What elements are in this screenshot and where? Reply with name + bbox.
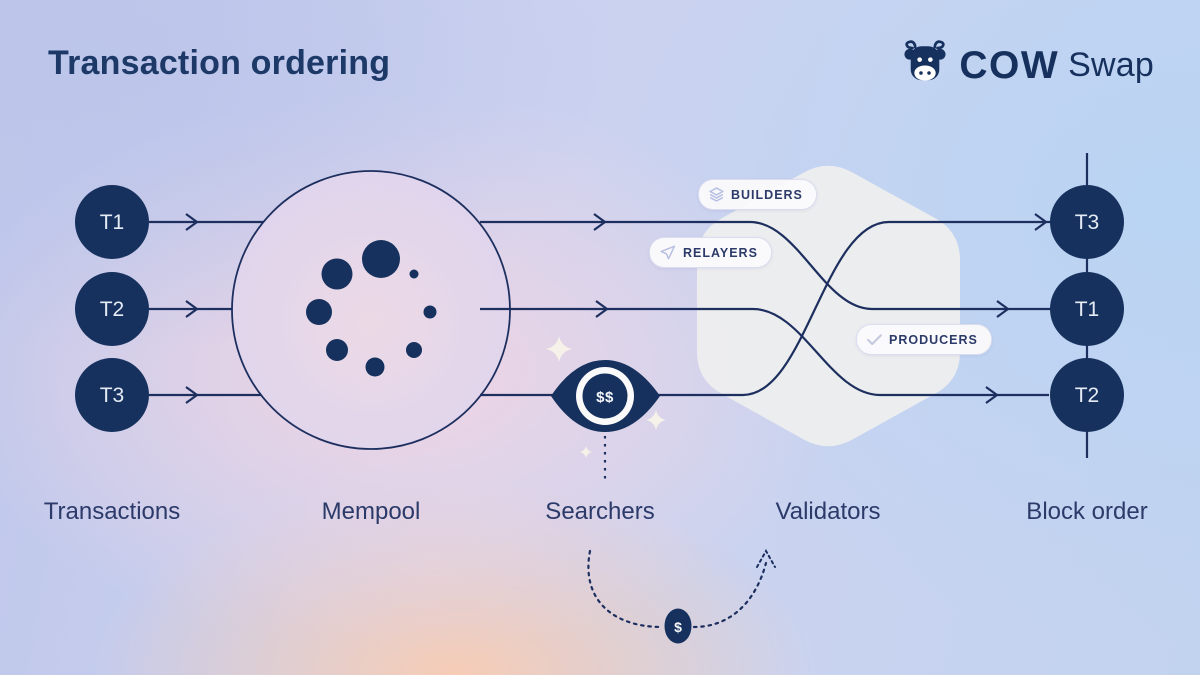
- node-out-t3: [1050, 185, 1124, 259]
- node-t1-label: T1: [100, 211, 125, 234]
- stage-label-searchers: Searchers: [545, 498, 655, 525]
- searchers-badge-label: $$: [596, 389, 614, 406]
- relayers-pill: RELAYERS: [649, 237, 772, 268]
- flow-line-t2-swap: [480, 307, 1049, 397]
- mempool-spinner-icon: [306, 240, 437, 377]
- arrowhead-icon: [185, 386, 199, 404]
- cow-icon: [904, 40, 946, 81]
- output-nodes: T3 T1 T2: [1050, 185, 1124, 432]
- searchers-badge: $$: [551, 360, 660, 480]
- node-t1: [75, 185, 149, 259]
- arrowhead-icon: [185, 213, 199, 231]
- arrowhead-icon: [985, 386, 999, 404]
- validators-hexagon: [697, 165, 960, 447]
- node-t3-label: T3: [100, 384, 125, 407]
- logo-suffix-text: Swap: [1068, 46, 1154, 84]
- node-t3: [75, 358, 149, 432]
- mempool-circle: [231, 170, 511, 450]
- input-nodes: T1 T2 T3: [75, 185, 149, 432]
- logo-brand-text: COW: [959, 43, 1060, 87]
- sparkle-icon: [546, 336, 572, 362]
- flow-line-t3-swap: [480, 220, 1051, 397]
- node-out-t1-label: T1: [1075, 298, 1100, 321]
- node-out-t2-label: T2: [1075, 384, 1100, 407]
- tip-flow: $: [587, 548, 776, 644]
- node-out-t2: [1050, 358, 1124, 432]
- stage-label-mempool: Mempool: [321, 498, 421, 525]
- node-out-t3-label: T3: [1075, 211, 1100, 234]
- builders-pill-label: BUILDERS: [731, 187, 803, 202]
- page-title: Transaction ordering: [48, 44, 391, 82]
- node-out-t1: [1050, 272, 1124, 346]
- arrowhead-icon: [1034, 213, 1048, 231]
- arrowhead-icon: [593, 213, 607, 231]
- arrowhead-icon: [996, 300, 1010, 318]
- producers-pill-label: PRODUCERS: [889, 332, 978, 347]
- node-t2: [75, 272, 149, 346]
- coin-icon: [664, 608, 692, 644]
- tip-curve-right: [692, 561, 768, 629]
- flow-line-t1-swap: [480, 220, 1051, 311]
- check-icon: [867, 333, 882, 345]
- sparkles: [546, 336, 666, 458]
- sparkle-icon: [580, 446, 592, 458]
- sparkle-icon: [646, 410, 666, 430]
- dotted-arrowhead-icon: [756, 548, 776, 568]
- stage-label-validators: Validators: [775, 498, 881, 525]
- tip-curve-left: [587, 549, 664, 629]
- layers-icon: [709, 187, 724, 202]
- relayers-pill-label: RELAYERS: [683, 245, 758, 260]
- stage-label-transactions: Transactions: [43, 498, 181, 525]
- node-t2-label: T2: [100, 298, 125, 321]
- badge-inner-circle: [582, 373, 628, 419]
- coin-label: $: [674, 619, 682, 635]
- arrowhead-icon: [595, 300, 609, 318]
- paper-plane-icon: [660, 245, 676, 260]
- cowswap-logo: COW Swap: [898, 40, 1154, 90]
- producers-pill: PRODUCERS: [856, 324, 992, 355]
- stage-label-block-order: Block order: [1026, 498, 1148, 525]
- builders-pill: BUILDERS: [698, 179, 817, 210]
- arrowhead-icon: [185, 300, 199, 318]
